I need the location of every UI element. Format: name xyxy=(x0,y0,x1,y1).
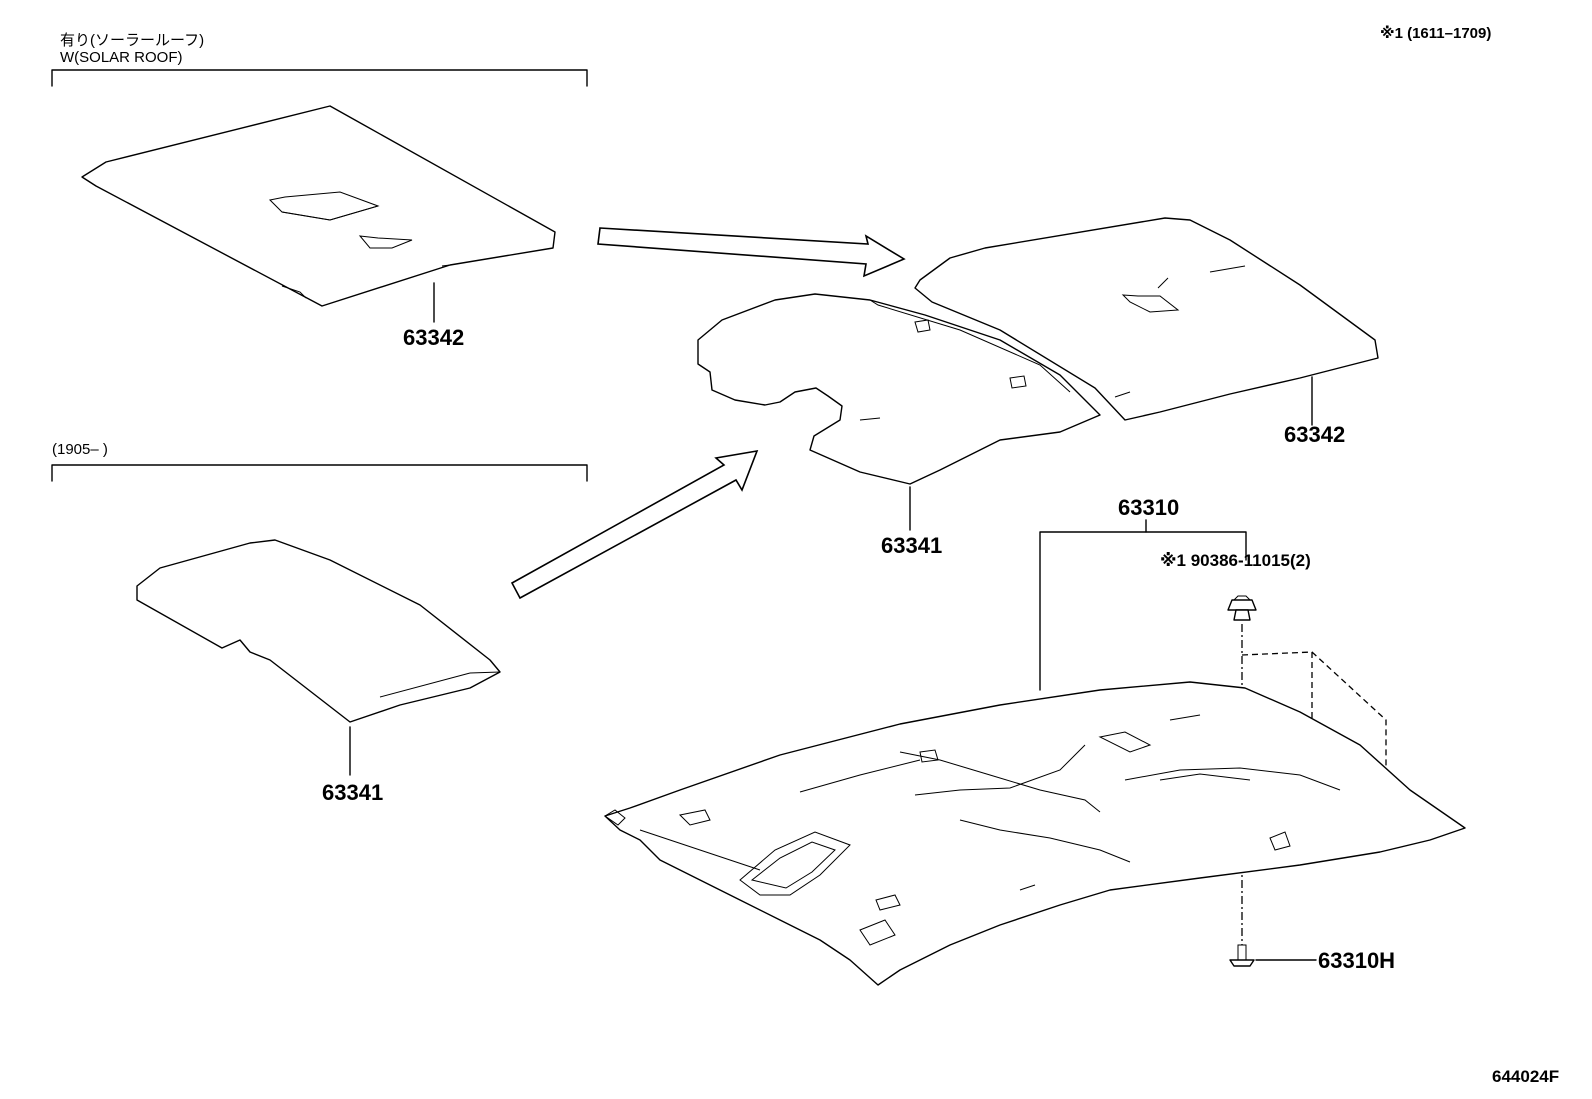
pin-63310H-icon[interactable] xyxy=(1229,944,1255,967)
arrow-to-63342 xyxy=(597,227,906,278)
part-63341-panel[interactable] xyxy=(136,539,501,723)
part-63342-solar-panel[interactable] xyxy=(81,105,556,307)
part-63341-roof-panel[interactable] xyxy=(697,293,1101,485)
solar-roof-jp-label: 有り(ソーラールーフ) xyxy=(60,32,204,49)
part-63342-roof-panel[interactable] xyxy=(914,217,1379,421)
arrow-to-63341 xyxy=(510,449,759,600)
part-63310-headliner[interactable] xyxy=(604,681,1466,986)
bracket-63310 xyxy=(1039,531,1247,691)
date-range-label: (1905– ) xyxy=(52,441,108,458)
clip-note-label: ※1 90386-11015(2) xyxy=(1160,551,1311,570)
part-label-63341-center: 63341 xyxy=(881,533,942,558)
solar-roof-bracket xyxy=(51,69,588,87)
date-range-bracket xyxy=(51,464,588,482)
part-label-63342-right: 63342 xyxy=(1284,422,1345,447)
part-label-63342-left: 63342 xyxy=(403,325,464,350)
part-label-63310H: 63310H xyxy=(1318,948,1395,973)
part-label-63310: 63310 xyxy=(1118,495,1179,520)
top-right-note: ※1 (1611–1709) xyxy=(1380,24,1491,42)
solar-roof-en-label: W(SOLAR ROOF) xyxy=(60,49,183,66)
diagram-code-label: 644024F xyxy=(1492,1067,1559,1086)
clip-90386-icon[interactable] xyxy=(1227,595,1257,621)
part-label-63341-left: 63341 xyxy=(322,780,383,805)
